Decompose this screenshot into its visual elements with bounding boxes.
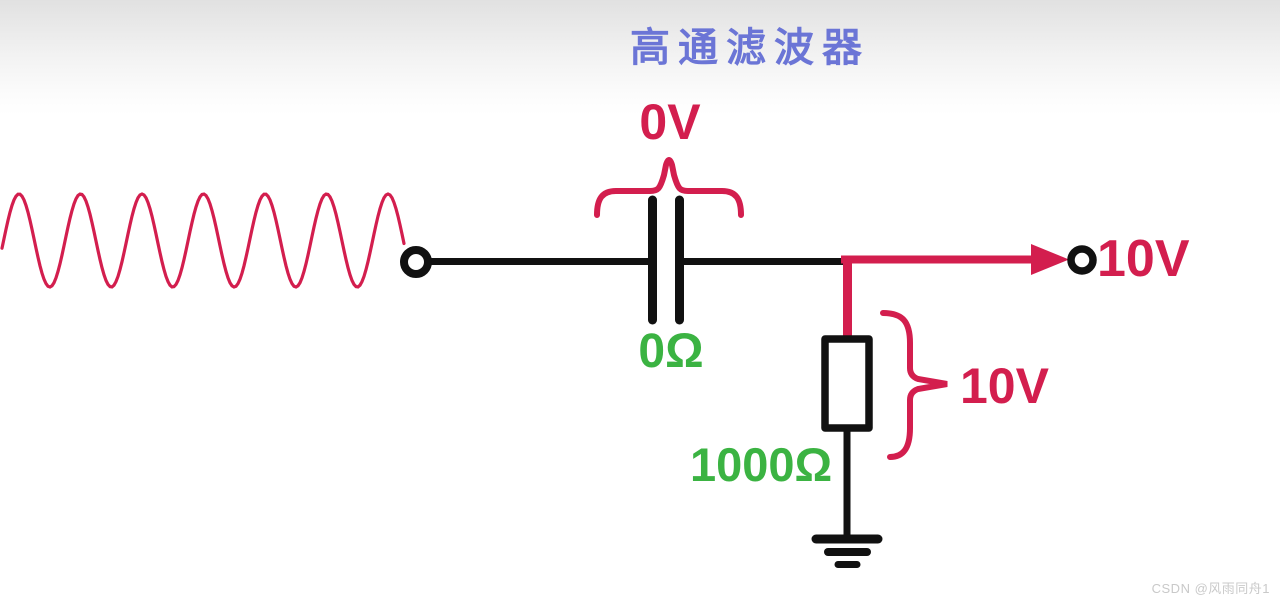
capacitor-voltage-brace-icon <box>594 157 744 218</box>
page-title: 高通滤波器 <box>630 26 870 70</box>
capacitor-voltage-label: 0V <box>639 94 701 150</box>
input-terminal-circle <box>400 246 432 278</box>
output-arrow-head-icon <box>1031 244 1069 275</box>
watermark: CSDN @风雨同舟1 <box>1151 581 1270 596</box>
resistor-voltage-label: 10V <box>960 358 1049 414</box>
resistor-voltage-brace-icon <box>880 310 948 460</box>
input-sine-wave-icon <box>0 192 406 289</box>
resistor-body <box>821 335 873 432</box>
output-terminal-circle <box>1067 245 1097 275</box>
capacitor-impedance-label: 0Ω <box>638 325 704 378</box>
output-voltage-label: 10V <box>1097 230 1190 288</box>
resistor-value-label: 1000Ω <box>690 438 833 491</box>
